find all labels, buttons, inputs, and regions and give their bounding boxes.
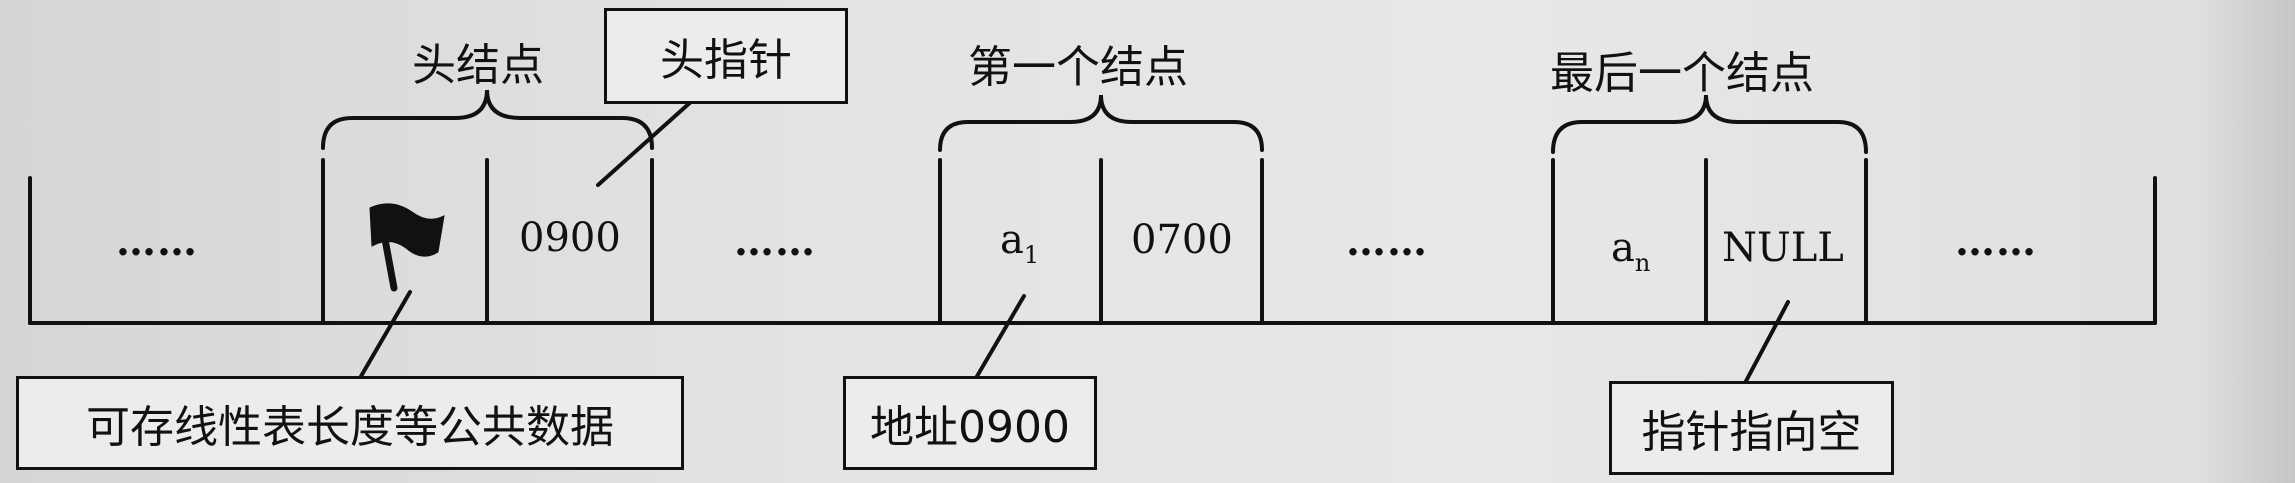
last-node-brace <box>1551 94 1868 154</box>
photo-edge-shadow <box>2200 0 2295 483</box>
last-node-title: 最后一个结点 <box>1550 48 1814 99</box>
address-leader <box>974 294 1026 380</box>
ellipsis-after-last: …… <box>1955 218 2037 265</box>
first-node-pointer-value: 0700 <box>1131 217 1233 263</box>
last-node-data-value: an <box>1611 225 1651 277</box>
null-leader <box>1743 300 1790 385</box>
head-pointer-label: 头指针 <box>604 8 848 104</box>
head-node-title: 头结点 <box>412 40 544 91</box>
ellipsis-after-first: …… <box>1346 218 1428 265</box>
last-node-data-subscript: n <box>1634 249 1651 277</box>
ellipsis-before-head: …… <box>116 218 198 265</box>
null-pointer-note: 指针指向空 <box>1609 381 1894 475</box>
ellipsis-after-head: …… <box>734 218 816 265</box>
first-node-data-value: a1 <box>1000 217 1040 269</box>
first-node-data-subscript: 1 <box>1023 241 1040 269</box>
first-node-title: 第一个结点 <box>968 42 1188 93</box>
first-node-brace <box>938 94 1264 152</box>
head-data-leader <box>358 290 412 380</box>
address-note: 地址0900 <box>843 376 1097 470</box>
head-data-note: 可存线性表长度等公共数据 <box>16 376 684 470</box>
last-node-pointer-value: NULL <box>1722 225 1844 271</box>
head-node-pointer-value: 0900 <box>519 215 621 261</box>
flag-icon <box>369 203 445 292</box>
head-pointer-leader <box>596 98 695 187</box>
head-node-brace <box>321 89 654 150</box>
